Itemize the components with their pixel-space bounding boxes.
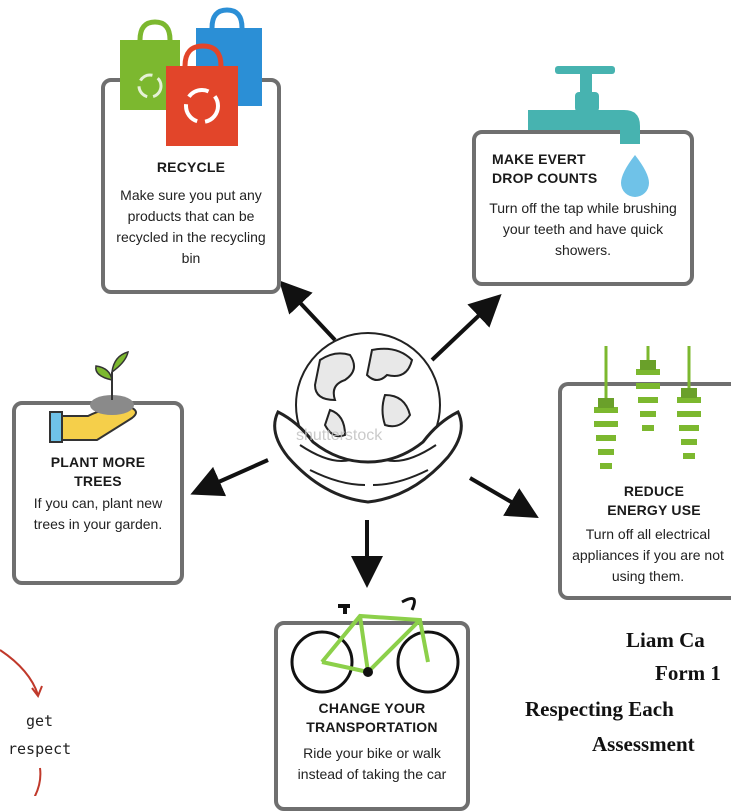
transport-title: CHANGE YOUR TRANSPORTATION xyxy=(306,700,438,735)
water-body: Turn off the tap while brushing your tee… xyxy=(489,200,677,258)
credit-line-1: Liam Ca xyxy=(626,628,705,652)
transport-body: Ride your bike or walk instead of taking… xyxy=(297,745,447,782)
credit-line-2: Form 1 xyxy=(655,661,721,685)
arrow-to-energy xyxy=(468,476,539,519)
handwritten-respect: respect xyxy=(8,740,72,758)
energy-card: REDUCE ENERGY USE Turn off all electrica… xyxy=(558,382,731,600)
water-card: MAKE EVERT DROP COUNTS Turn off the tap … xyxy=(472,130,694,286)
handwritten-get: get xyxy=(26,712,54,730)
recycle-body: Make sure you put any products that can … xyxy=(116,187,266,266)
watermark: shutterstock xyxy=(296,427,383,444)
energy-body: Turn off all electrical appliances if yo… xyxy=(572,526,724,584)
globe-hands-icon xyxy=(273,332,463,504)
arrow-to-water xyxy=(430,293,502,362)
energy-title: REDUCE ENERGY USE xyxy=(607,483,701,518)
trees-card: PLANT MORE TREES If you can, plant new t… xyxy=(12,401,184,585)
trees-body: If you can, plant new trees in your gard… xyxy=(33,495,163,532)
transport-card: CHANGE YOUR TRANSPORTATION Ride your bik… xyxy=(274,621,470,811)
credit-line-3: Respecting Each xyxy=(525,697,674,721)
arrow-to-recycle xyxy=(279,280,337,342)
water-title: MAKE EVERT DROP COUNTS xyxy=(492,151,598,186)
recycle-card: RECYCLE Make sure you put any products t… xyxy=(101,78,281,294)
trees-title: PLANT MORE TREES xyxy=(50,454,146,489)
arrow-to-trees xyxy=(190,458,269,497)
recycle-title: RECYCLE xyxy=(156,159,226,175)
credit-line-4: Assessment xyxy=(592,732,695,756)
